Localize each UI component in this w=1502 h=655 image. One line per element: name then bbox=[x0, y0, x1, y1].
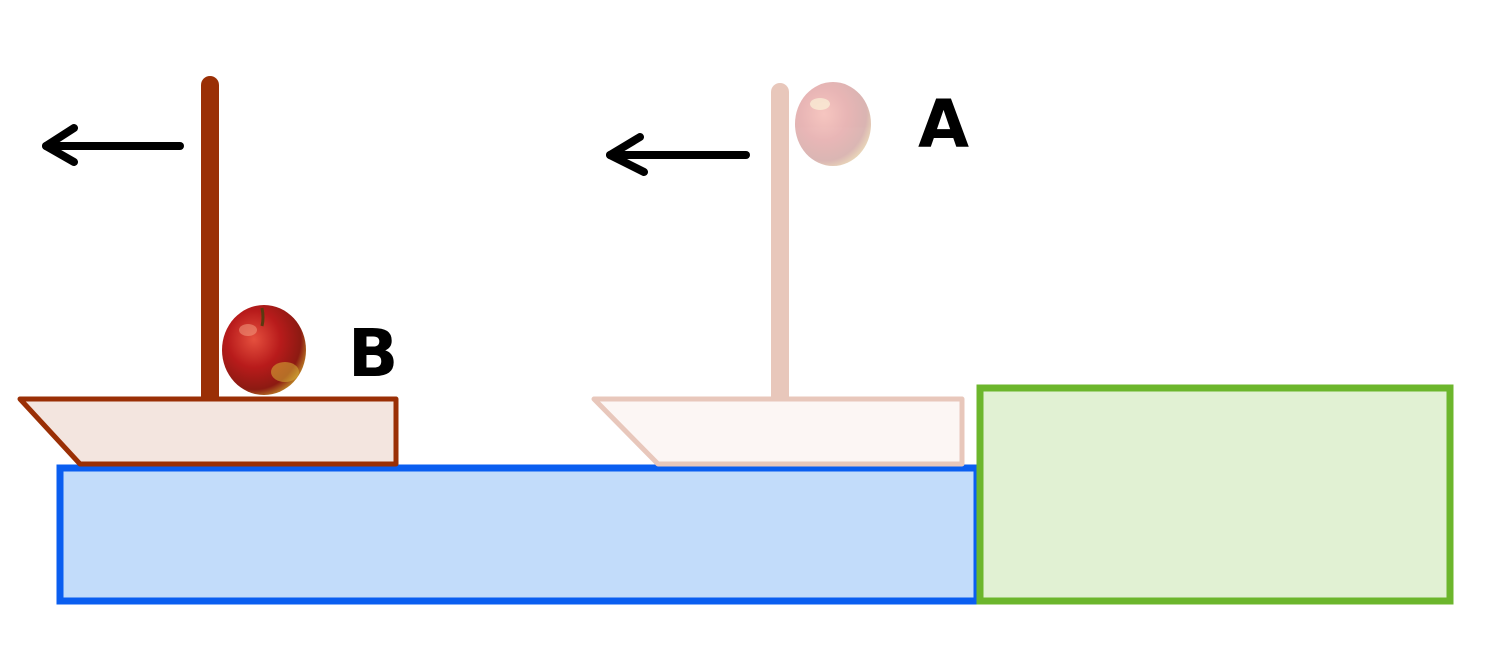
boat bbox=[17, 76, 399, 467]
boat-hull bbox=[17, 396, 399, 467]
label-b: B bbox=[348, 315, 398, 392]
water-block bbox=[56, 464, 981, 605]
label-a: A bbox=[918, 86, 969, 163]
ghost-boat bbox=[591, 82, 965, 467]
apple-a-icon bbox=[795, 82, 871, 166]
arrow-left-icon bbox=[42, 124, 184, 166]
arrow-left-icon bbox=[606, 133, 750, 176]
ghost-hull bbox=[591, 396, 965, 467]
land-block bbox=[976, 384, 1454, 605]
apple-b-icon bbox=[222, 305, 306, 395]
